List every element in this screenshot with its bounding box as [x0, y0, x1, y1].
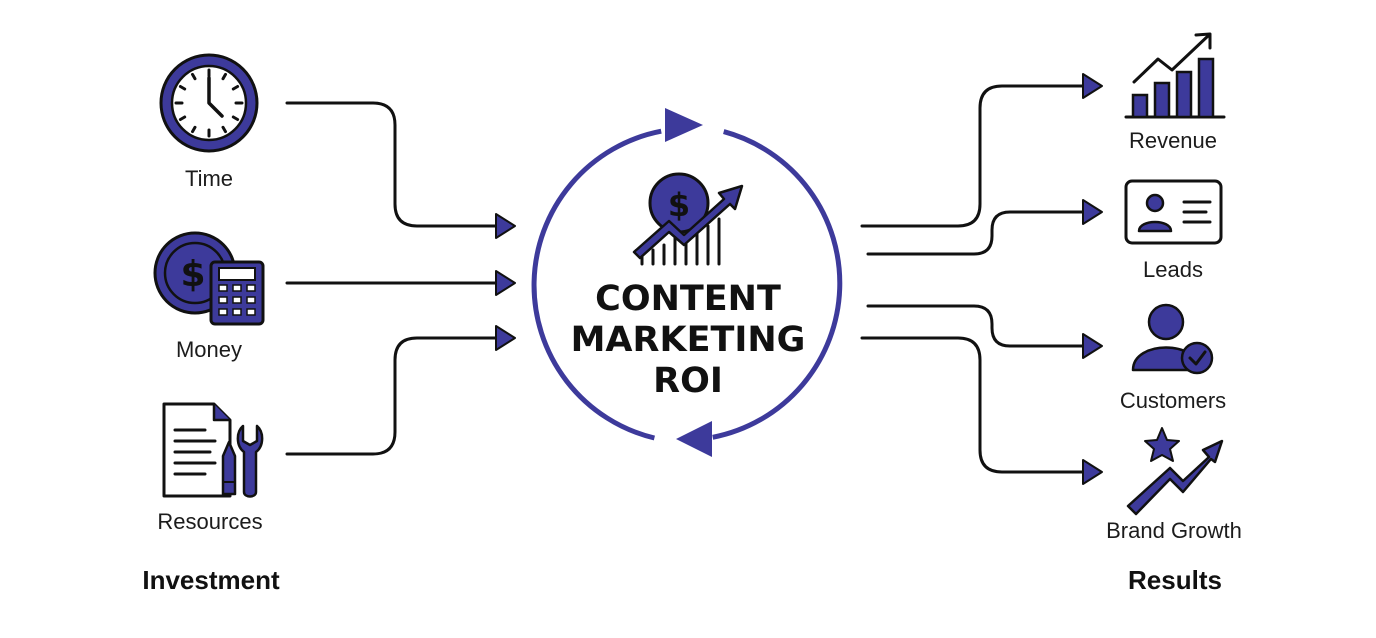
arrowhead-icon: [495, 270, 516, 296]
connector-leads: [866, 210, 1088, 256]
arrowhead-icon: [1082, 199, 1103, 225]
connector-customers: [866, 304, 1088, 348]
item-label-time: Time: [185, 166, 233, 191]
svg-text:$: $: [180, 254, 205, 295]
center-title-line-2: MARKETING: [571, 320, 806, 360]
arrowhead-icon: [495, 213, 516, 239]
arrowhead-icon: [495, 325, 516, 351]
arrowhead-icon: [1082, 333, 1103, 359]
contact-card-icon: [1124, 179, 1223, 245]
center-title-line-3: ROI: [653, 361, 723, 401]
results-heading: Results: [1128, 565, 1222, 595]
connector-brand-growth: [860, 336, 1088, 474]
connector-time: [285, 101, 502, 228]
investment-heading: Investment: [142, 565, 280, 595]
clock-icon: [159, 53, 259, 153]
cycle-arrow-left-icon: [676, 421, 712, 457]
item-label-revenue: Revenue: [1129, 128, 1217, 153]
cycle-arrow-right-icon: [665, 108, 703, 142]
connector-revenue: [860, 84, 1088, 228]
item-label-leads: Leads: [1143, 257, 1203, 282]
arrowhead-icon: [1082, 73, 1103, 99]
user-check-icon: [1131, 303, 1214, 375]
document-tools-icon: [162, 402, 264, 498]
roi-growth-icon: $: [632, 172, 744, 266]
center-title-line-1: CONTENT: [595, 279, 781, 319]
connector-resources: [285, 336, 502, 456]
svg-text:$: $: [668, 186, 690, 224]
item-label-money: Money: [176, 337, 242, 362]
money-calculator-icon: $: [153, 231, 265, 326]
item-label-customers: Customers: [1120, 388, 1226, 413]
cycle-ring: [531, 108, 843, 457]
item-label-resources: Resources: [157, 509, 262, 534]
arrowhead-icon: [1082, 459, 1103, 485]
bar-chart-growth-icon: [1124, 32, 1226, 119]
item-label-brand-growth: Brand Growth: [1106, 518, 1242, 543]
star-trend-icon: [1126, 427, 1224, 516]
